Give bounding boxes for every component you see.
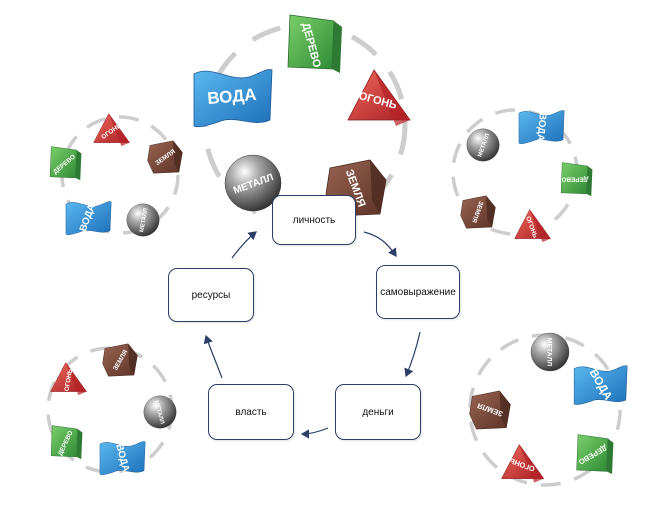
node-resources-label: ресурсы: [191, 289, 231, 301]
bottom-right-metal: МЕТАЛЛ: [530, 332, 570, 372]
right-fire: ОГОНЬ: [514, 209, 552, 243]
left-metal: МЕТАЛЛ: [126, 203, 160, 237]
bottom-left-fire-label: ОГОНЬ: [63, 368, 74, 392]
right-water: ВОДА: [518, 110, 565, 144]
bottom-right-wood: ДЕРЕВО: [576, 434, 614, 475]
node-personality-label: личность: [292, 214, 336, 226]
cycle-arrows: [203, 231, 421, 439]
arrow-resources-to-personality: [231, 231, 257, 259]
node-money: деньги: [335, 384, 421, 440]
bottom-left-wood: ДЕРЕВО: [50, 425, 83, 460]
node-resources: ресурсы: [168, 268, 254, 322]
element-ring-bottom-right: МЕТАЛЛ ВОДА ДЕРЕВО ОГОНЬ ЗЕМЛЯ: [468, 332, 628, 487]
top-water: ВОДА: [193, 69, 273, 128]
right-earth: ЗЕМЛЯ: [460, 195, 496, 229]
arrow-power-to-resources: [203, 334, 223, 379]
top-water-label: ВОДА: [207, 85, 258, 108]
bottom-right-earth: ЗЕМЛЯ: [469, 390, 511, 430]
right-wood-label: ДЕРЕВО: [562, 176, 589, 183]
top-wood: ДЕРЕВО: [287, 14, 342, 73]
left-wood: ДЕРЕВО: [49, 146, 82, 181]
arrow-personality-to-self-expression: [363, 231, 397, 257]
bottom-right-fire: ОГОНЬ: [501, 444, 545, 483]
left-metal-label: МЕТАЛЛ: [139, 208, 149, 233]
element-ring-right: ВОДА ДЕРЕВО ОГОНЬ ЗЕМЛЯ МЕТАЛЛ: [451, 108, 593, 243]
top-metal: МЕТАЛЛ: [224, 154, 282, 212]
right-wood: ДЕРЕВО: [560, 162, 593, 197]
left-water: ВОДА: [65, 201, 112, 235]
right-metal: МЕТАЛЛ: [466, 128, 500, 162]
node-money-label: деньги: [362, 406, 394, 418]
node-self-expression-label: самовыражение: [380, 286, 456, 298]
node-personality: личность: [272, 195, 356, 245]
left-fire: ОГОНЬ: [93, 113, 131, 147]
arrow-self-expression-to-money: [404, 331, 421, 378]
bottom-left-metal: МЕТАЛЛ: [143, 395, 177, 429]
right-water-label: ВОДА: [534, 112, 547, 141]
bottom-left-fire: ОГОНЬ: [50, 362, 88, 396]
top-fire: ОГОНЬ: [347, 69, 411, 126]
bottom-left-water: ВОДА: [99, 441, 146, 475]
bottom-right-water: ВОДА: [573, 365, 628, 405]
arrow-money-to-power: [300, 427, 329, 439]
node-power-label: власть: [235, 406, 267, 418]
element-ring-left: ОГОНЬ ЗЕМЛЯ МЕТАЛЛ ВОДА ДЕРЕВО: [49, 113, 183, 237]
bottom-left-earth: ЗЕМЛЯ: [102, 343, 138, 377]
node-self-expression: самовыражение: [376, 265, 460, 319]
bottom-right-metal-label: МЕТАЛЛ: [545, 338, 552, 367]
left-earth: ЗЕМЛЯ: [147, 140, 183, 174]
node-power: власть: [208, 384, 294, 440]
